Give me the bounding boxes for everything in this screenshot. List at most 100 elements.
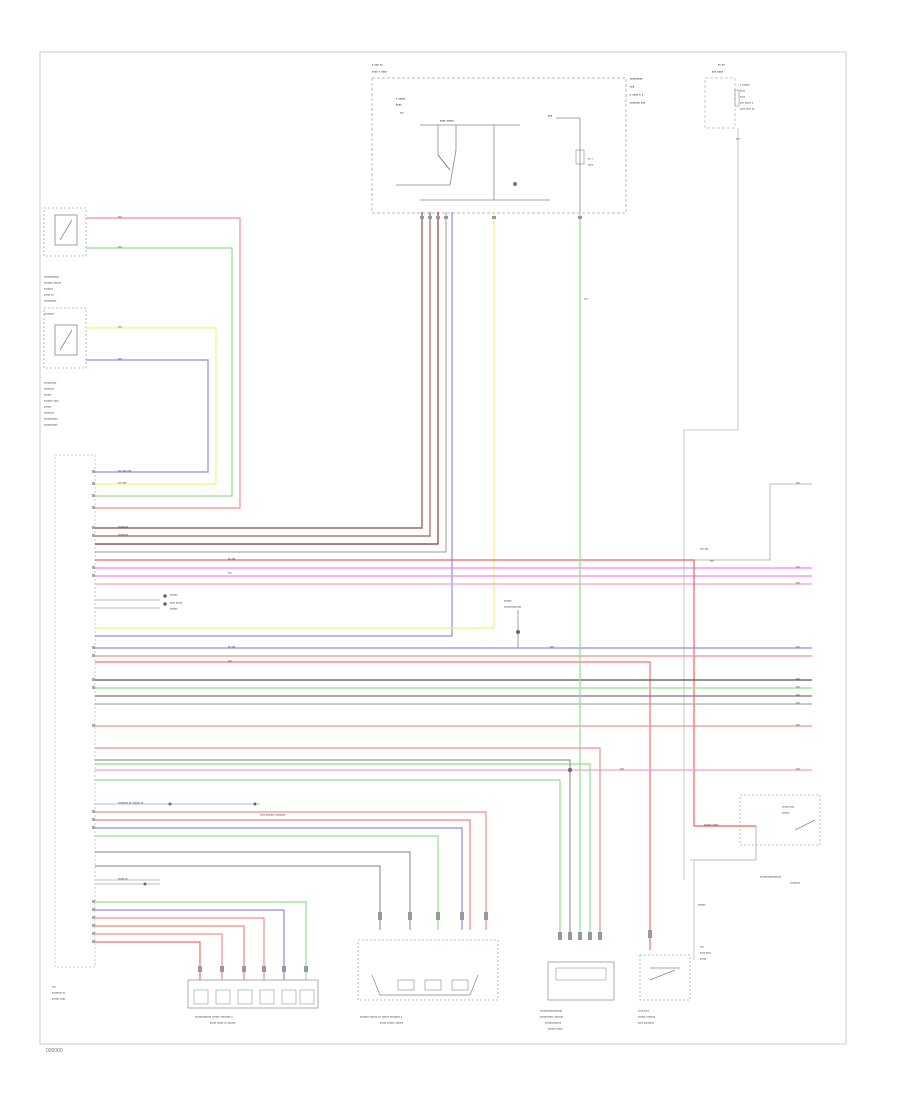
svg-text:▪▪▪ ▪▪▪: ▪▪▪ ▪▪▪ — [118, 481, 126, 485]
svg-text:▪▪▪▪ ▪▪▪▪ ▪▪: ▪▪▪▪ ▪▪▪▪ ▪▪ — [740, 107, 754, 111]
svg-text:▪▪▪▪▪▪: ▪▪▪▪▪▪ — [44, 405, 51, 409]
svg-text:▪▪▪▪ ▪▪▪▪▪▪▪ ▪▪▪▪▪▪▪▪: ▪▪▪▪ ▪▪▪▪▪▪▪ ▪▪▪▪▪▪▪▪ — [260, 813, 286, 817]
svg-text:▪▪▪: ▪▪▪ — [796, 767, 800, 771]
svg-text:▪▪▪▪▪▪ ▪▪▪▪▪: ▪▪▪▪▪▪ ▪▪▪▪▪ — [548, 1027, 563, 1031]
svg-text:▪▪▪▪▪ ▪▪▪▪: ▪▪▪▪▪ ▪▪▪▪ — [782, 805, 794, 809]
svg-text:▪▪▪▪▪▪▪▪▪▪: ▪▪▪▪▪▪▪▪▪▪ — [44, 299, 56, 303]
svg-text:▪▪▪▪▪▪▪▪▪▪▪▪▪▪▪▪▪▪: ▪▪▪▪▪▪▪▪▪▪▪▪▪▪▪▪▪▪ — [540, 1009, 562, 1013]
svg-text:▪▪ ▪▪: ▪▪ ▪▪ — [718, 62, 725, 67]
svg-text:▪▪▪▪▪▪▪▪: ▪▪▪▪▪▪▪▪ — [118, 525, 128, 529]
svg-text:▪▪▪▪▪▪ ▪▪▪▪▪▪▪: ▪▪▪▪▪▪ ▪▪▪▪▪▪▪ — [638, 1015, 655, 1019]
svg-text:▪▪▪▪ ▪▪▪▪: ▪▪▪▪ ▪▪▪▪ — [700, 951, 711, 955]
svg-text:▪▪▪▪▪▪▪: ▪▪▪▪▪▪▪ — [44, 287, 53, 291]
svg-text:▪▪▪ ▪▪▪: ▪▪▪ ▪▪▪ — [700, 547, 708, 551]
svg-text:▪▪▪▪▪▪▪▪: ▪▪▪▪▪▪▪▪ — [44, 312, 54, 316]
svg-text:▪▪▪▪▪▪▪▪: ▪▪▪▪▪▪▪▪ — [44, 387, 54, 391]
svg-text:▪▪▪▪▪ ▪▪: ▪▪▪▪▪ ▪▪ — [118, 877, 128, 881]
svg-text:▪▪▪: ▪▪▪ — [796, 685, 800, 689]
svg-text:▪ ▪▪▪ ▪▪: ▪ ▪▪▪ ▪▪ — [372, 62, 383, 67]
diagram-frame — [39, 51, 847, 1045]
svg-text:▪▪▪▪▪▪▪▪▪▪▪▪▪▪: ▪▪▪▪▪▪▪▪▪▪▪▪▪▪ — [504, 605, 521, 609]
svg-text:▪▪▪▪▪▪▪▪▪▪▪ ▪▪▪▪▪▪▪: ▪▪▪▪▪▪▪▪▪▪▪ ▪▪▪▪▪▪▪ — [540, 1015, 563, 1019]
svg-text:▪▪▪: ▪▪▪ — [118, 357, 122, 361]
svg-text:▪▪▪: ▪▪▪ — [796, 693, 800, 697]
sensor-assembly-a: ▪▪▪▪▪▪▪▪▪▪▪▪▪ ▪▪▪▪▪▪ ▪▪▪▪▪▪▪▪ ▪ ▪▪▪▪▪ ▪▪… — [187, 979, 319, 1025]
svg-text:▪▪▪▪▪▪ ▪▪▪▪▪: ▪▪▪▪▪▪ ▪▪▪▪▪ — [704, 823, 719, 827]
svg-text:▪▪▪: ▪▪▪ — [228, 571, 232, 575]
speed-sensor-2: ▪▪▪▪▪▪▪▪ ▪▪▪▪▪▪▪▪▪▪ ▪▪▪▪▪▪▪▪ ▪▪▪▪▪▪ ▪▪▪▪… — [43, 307, 87, 427]
svg-text:▪▪▪▪▪▪: ▪▪▪▪▪▪ — [698, 903, 705, 907]
stop-lamp-switch: ▪▪▪ ▪▪▪▪ ▪▪▪▪ ▪▪▪▪▪ ▪▪▪▪ ▪▪▪▪ ▪▪▪▪▪▪ ▪▪▪… — [638, 945, 711, 1025]
svg-text:▪▪▪▪▪▪▪▪ ▪▪ ▪▪▪▪▪▪ ▪▪: ▪▪▪▪▪▪▪▪ ▪▪ ▪▪▪▪▪▪ ▪▪ — [118, 801, 143, 805]
svg-text:▪▪▪▪ ▪▪▪▪▪▪▪▪: ▪▪▪▪ ▪▪▪▪▪▪▪▪ — [638, 1021, 654, 1025]
svg-text:▪▪▪▪▪▪▪▪: ▪▪▪▪▪▪▪▪ — [44, 411, 54, 415]
svg-text:▪▪▪▪▪▪▪▪▪▪▪▪▪: ▪▪▪▪▪▪▪▪▪▪▪▪▪ — [545, 1021, 561, 1025]
svg-text:▪▪▪: ▪▪▪ — [710, 559, 714, 563]
wire-color-tags: ▪▪▪ ▪▪▪ ▪▪▪ ▪▪▪ ▪▪▪ ▪▪▪ ▪▪▪ ▪▪▪ ▪▪▪ ▪▪▪▪… — [118, 137, 800, 907]
junction-box: ▪ ▪▪▪ ▪▪ ▪▪▪▪ ▪ ▪▪▪▪ ▪ ▪▪▪▪▪ ▪▪▪ ▪ ▪▪▪▪ ▪… — [371, 62, 646, 214]
svg-text:▪▪▪: ▪▪▪ — [736, 137, 740, 141]
svg-text:▪▪▪▪▪▪▪▪▪▪▪: ▪▪▪▪▪▪▪▪▪▪▪ — [44, 423, 58, 427]
svg-text:▪▪▪▪▪▪▪ ▪▪▪: ▪▪▪▪▪▪▪ ▪▪▪ — [630, 100, 646, 105]
svg-text:▪▪▪▪▪▪▪ ▪▪▪▪: ▪▪▪▪▪▪▪ ▪▪▪▪ — [44, 399, 59, 403]
svg-text:▪ ▪▪▪▪ ▪ ▪: ▪ ▪▪▪▪ ▪ ▪ — [630, 92, 644, 97]
svg-text:▪▪▪▪▪ ▪▪▪▪▪▪ ▪▪▪▪▪▪: ▪▪▪▪▪ ▪▪▪▪▪▪ ▪▪▪▪▪▪ — [380, 1021, 403, 1025]
svg-text:▪▪▪: ▪▪▪ — [118, 325, 122, 329]
svg-text:▪▪▪▪▪▪▪▪: ▪▪▪▪▪▪▪▪ — [790, 881, 800, 885]
svg-text:▪▪▪▪ ▪ ▪▪▪▪: ▪▪▪▪ ▪ ▪▪▪▪ — [372, 69, 388, 74]
sensor-assembly-b: ▪▪▪▪▪▪▪ ▪▪▪▪▪▪ ▪▪ ▪▪▪▪▪▪ ▪▪▪▪▪▪▪▪ ▪ ▪▪▪▪… — [357, 939, 499, 1025]
svg-text:▪▪▪: ▪▪▪ — [548, 113, 553, 118]
svg-text:▪▪▪: ▪▪▪ — [52, 985, 56, 989]
svg-text:▪▪▪▪▪▪▪▪▪▪▪▪: ▪▪▪▪▪▪▪▪▪▪▪▪ — [44, 275, 59, 279]
svg-text:▪▪▪▪▪▪▪ ▪▪▪▪▪▪: ▪▪▪▪▪▪▪ ▪▪▪▪▪▪ — [44, 281, 61, 285]
fuse-block: ▪▪ ▪▪ ▪▪▪ ▪▪▪▪ ▪ ▪▪▪▪▪▪ ▪▪▪▪ ▪▪▪▪ ▪▪▪ ▪▪… — [704, 62, 754, 129]
sensor-connector-c: ▪▪▪▪▪▪▪▪▪▪▪▪▪▪▪▪▪▪ ▪▪▪▪▪▪▪▪▪▪▪ ▪▪▪▪▪▪▪ ▪… — [540, 961, 615, 1031]
svg-text:▪▪▪▪▪▪▪ ▪▪▪▪▪▪ ▪▪ ▪▪▪▪▪▪ ▪▪▪▪▪: ▪▪▪▪▪▪▪ ▪▪▪▪▪▪ ▪▪ ▪▪▪▪▪▪ ▪▪▪▪▪▪▪▪ ▪ — [360, 1015, 402, 1019]
svg-text:▪▪▪: ▪▪▪ — [796, 645, 800, 649]
brake-switch-right: ▪▪▪▪▪ ▪▪▪▪ ▪▪▪▪▪▪ ▪▪▪▪▪▪▪▪▪▪▪▪▪▪▪▪▪ ▪▪▪▪… — [739, 794, 821, 885]
speed-sensor-1: ▪▪▪▪▪▪▪▪▪▪▪▪ ▪▪▪▪▪▪▪ ▪▪▪▪▪▪ ▪▪▪▪▪▪▪ ▪▪▪▪… — [43, 207, 87, 303]
svg-text:▪▪▪: ▪▪▪ — [400, 111, 404, 115]
junction-dots — [143, 594, 572, 886]
svg-text:▪▪▪▪▪▪: ▪▪▪▪▪▪ — [504, 599, 511, 603]
svg-text:▪▪▪: ▪▪▪ — [700, 945, 704, 949]
svg-text:▪▪▪ ▪▪▪ ▪▪▪: ▪▪▪ ▪▪▪ ▪▪▪ — [118, 469, 131, 473]
svg-text:▪▪▪: ▪▪▪ — [620, 767, 624, 771]
svg-text:▪▪ ▪▪▪: ▪▪ ▪▪▪ — [228, 557, 235, 561]
svg-text:▪▪▪: ▪▪▪ — [118, 215, 122, 219]
svg-text:▪▪▪▪▪▪: ▪▪▪▪▪▪ — [170, 593, 177, 597]
svg-text:▪▪▪: ▪▪▪ — [796, 581, 800, 585]
svg-text:▪▪▪▪▪▪▪▪▪▪: ▪▪▪▪▪▪▪▪▪▪ — [44, 381, 56, 385]
svg-text:▪▪▪ ▪▪▪▪: ▪▪▪ ▪▪▪▪ — [712, 69, 724, 74]
svg-text:▪▪▪▪▪ ▪▪▪▪▪ ▪▪ ▪▪▪▪▪▪: ▪▪▪▪▪ ▪▪▪▪▪ ▪▪ ▪▪▪▪▪▪ — [210, 1021, 235, 1025]
ecm-pin-marks — [92, 470, 95, 943]
svg-text:▪▪ ▪▪▪: ▪▪ ▪▪▪ — [228, 645, 235, 649]
svg-text:▪▪▪▪ ▪▪▪▪: ▪▪▪▪ ▪▪▪▪ — [638, 1009, 649, 1013]
svg-text:▪▪▪▪ ▪▪▪▪▪: ▪▪▪▪ ▪▪▪▪▪ — [170, 601, 182, 605]
svg-text:▪▪▪▪▪▪: ▪▪▪▪▪▪ — [170, 607, 177, 611]
svg-text:▪▪▪▪▪ ▪▪: ▪▪▪▪▪ ▪▪ — [44, 293, 54, 297]
svg-text:▪ ▪▪▪▪▪▪: ▪ ▪▪▪▪▪▪ — [740, 83, 750, 87]
svg-text:▪▪▪: ▪▪▪ — [796, 677, 800, 681]
svg-text:▪▪▪▪▪▪▪▪▪: ▪▪▪▪▪▪▪▪▪ — [630, 76, 643, 81]
svg-text:▪▪▪: ▪▪▪ — [796, 565, 800, 569]
svg-text:▪▪▪▪▪: ▪▪▪▪▪ — [700, 957, 706, 961]
svg-text:▪▪▪: ▪▪▪ — [630, 84, 635, 89]
svg-text:▪ ▪▪▪▪▪: ▪ ▪▪▪▪▪ — [396, 96, 406, 101]
terminal-marks — [198, 216, 652, 972]
svg-text:▪▪▪▪: ▪▪▪▪ — [740, 89, 745, 93]
footer-code: 000000 — [46, 1048, 63, 1054]
svg-text:▪▪▪▪ ▪▪▪▪▪: ▪▪▪▪ ▪▪▪▪▪ — [440, 118, 454, 123]
svg-text:▪▪▪▪▪▪ ▪▪▪▪: ▪▪▪▪▪▪ ▪▪▪▪ — [52, 997, 65, 1001]
svg-text:▪▪▪▪▪▪: ▪▪▪▪▪▪ — [782, 811, 789, 815]
svg-text:▪▪▪▪▪▪▪▪▪▪▪: ▪▪▪▪▪▪▪▪▪▪▪ — [44, 417, 58, 421]
svg-text:▪▪▪ ▪▪▪▪▪ ▪: ▪▪▪ ▪▪▪▪▪ ▪ — [740, 101, 753, 105]
svg-text:▪▪▪▪▪▪▪▪▪▪▪▪▪▪▪▪▪: ▪▪▪▪▪▪▪▪▪▪▪▪▪▪▪▪▪ — [760, 875, 781, 879]
svg-text:▪▪▪▪: ▪▪▪▪ — [740, 95, 745, 99]
svg-text:▪▪ ▪: ▪▪ ▪ — [588, 157, 593, 161]
svg-text:▪▪▪▪▪▪▪▪: ▪▪▪▪▪▪▪▪ — [118, 533, 128, 537]
svg-text:▪▪▪: ▪▪▪ — [118, 245, 122, 249]
svg-text:▪▪▪: ▪▪▪ — [796, 701, 800, 705]
svg-text:▪▪▪▪▪▪▪▪▪▪▪▪▪ ▪▪▪▪▪▪ ▪▪▪▪▪▪▪▪: ▪▪▪▪▪▪▪▪▪▪▪▪▪ ▪▪▪▪▪▪ ▪▪▪▪▪▪▪▪ ▪ — [195, 1015, 233, 1019]
